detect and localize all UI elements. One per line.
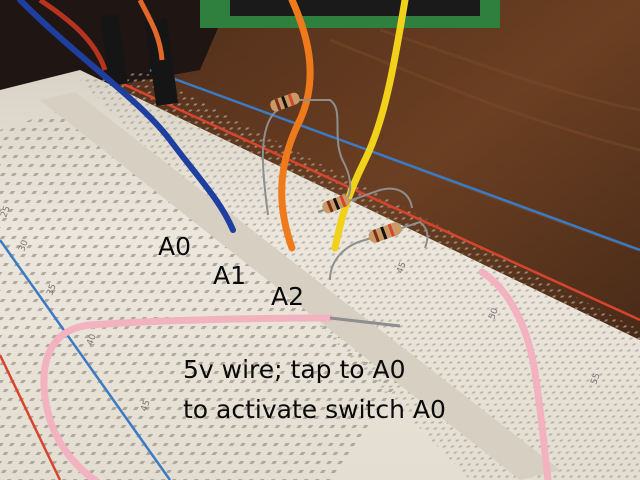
blue-wire	[17, 0, 236, 233]
orange-wire	[278, 0, 314, 252]
pcb-header	[230, 0, 480, 16]
rail-red-top	[109, 76, 640, 322]
red-wire	[38, 0, 108, 71]
board-number: 25	[0, 205, 13, 219]
header-pins	[144, 18, 179, 106]
board-number: 35	[45, 283, 58, 297]
header-pins	[100, 14, 128, 86]
board-number: 30	[17, 239, 30, 253]
board-number: 50	[487, 307, 500, 321]
yellow-wire	[331, 0, 409, 252]
pink-wire-right	[478, 268, 552, 480]
center-channel	[40, 92, 560, 480]
rail-blue-top	[149, 68, 640, 252]
pink-wire	[40, 314, 334, 480]
board-number: 45	[139, 399, 152, 413]
board-number: 45	[395, 261, 408, 275]
rail-red-left	[0, 354, 62, 480]
hole-field-right	[80, 70, 640, 480]
board-number: 55	[589, 372, 602, 386]
resistor	[261, 92, 352, 216]
orange-wire-top	[137, 0, 165, 61]
pink-wire-tip	[329, 316, 401, 328]
resistor	[329, 220, 429, 281]
resistor	[317, 187, 413, 214]
pin-label-a0: A0	[158, 232, 192, 261]
board-number: 40	[85, 333, 98, 347]
pin-label-a1: A1	[213, 261, 247, 290]
instruction-note-line-1: 5v wire; tap to A0	[183, 355, 406, 384]
pin-label-a2: A2	[271, 282, 305, 311]
instruction-note-line-2: to activate switch A0	[183, 395, 446, 424]
rail-blue-left	[0, 239, 172, 480]
